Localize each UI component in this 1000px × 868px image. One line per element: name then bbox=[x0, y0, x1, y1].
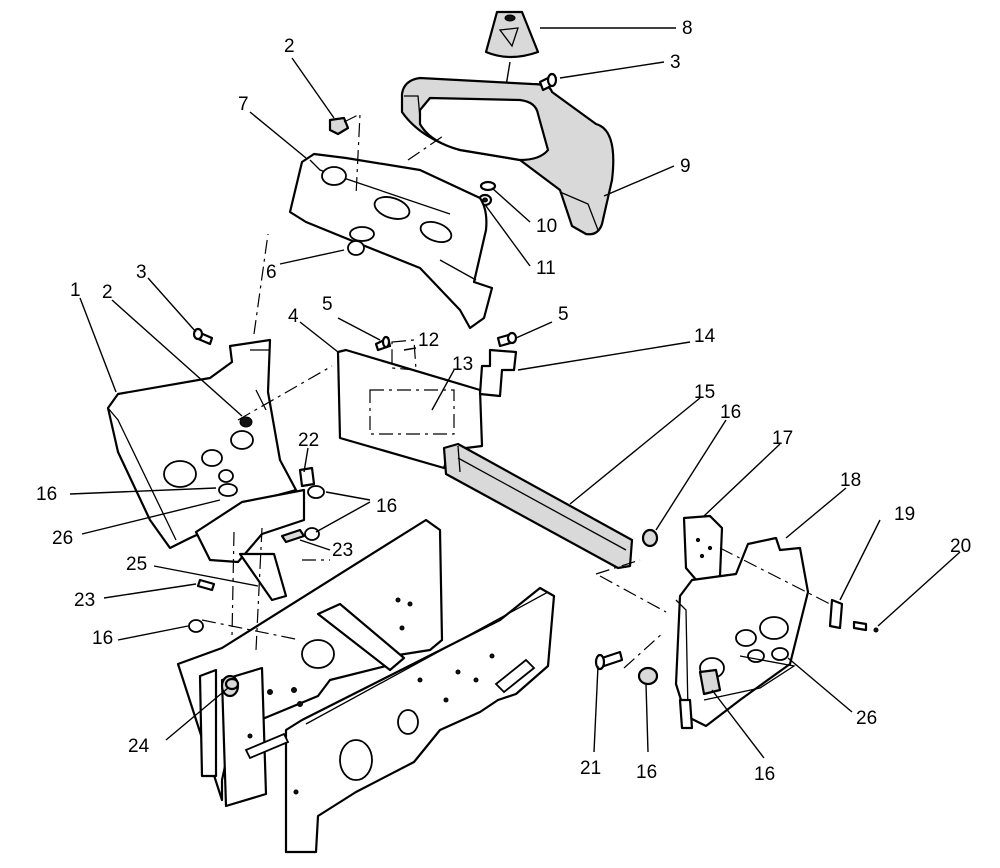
callout-3-top: 3 bbox=[670, 52, 681, 73]
part-3-screw-left bbox=[192, 327, 214, 346]
bracket-left bbox=[188, 466, 325, 633]
callout-25: 25 bbox=[126, 554, 147, 575]
callout-14: 14 bbox=[694, 326, 716, 347]
callout-12: 12 bbox=[418, 330, 439, 351]
callout-16-frame: 16 bbox=[92, 628, 113, 649]
callout-18: 18 bbox=[840, 470, 861, 491]
callout-16-rail: 16 bbox=[720, 402, 741, 423]
part-8-knob bbox=[484, 10, 540, 87]
assembly-lines bbox=[201, 113, 831, 669]
callout-11: 11 bbox=[536, 258, 556, 279]
callout-7: 7 bbox=[238, 94, 249, 115]
callout-24: 24 bbox=[128, 736, 150, 757]
part-1-left-panel bbox=[106, 338, 298, 550]
callout-2-left: 2 bbox=[102, 282, 113, 303]
part-17-bracket bbox=[682, 514, 724, 584]
callout-2-top: 2 bbox=[284, 36, 295, 57]
callout-21: 21 bbox=[580, 758, 601, 779]
callout-26-right: 26 bbox=[856, 708, 877, 729]
callout-6: 6 bbox=[266, 262, 277, 283]
callout-10: 10 bbox=[536, 216, 557, 237]
callout-9: 9 bbox=[680, 156, 691, 177]
callout-labels: 8 3 2 7 9 10 11 6 3 1 2 5 5 4 12 13 14 1… bbox=[36, 18, 971, 785]
part-15-rail bbox=[442, 442, 634, 570]
callout-22: 22 bbox=[298, 430, 319, 451]
part-5-screw-right bbox=[496, 331, 518, 348]
part-18-right-panel bbox=[674, 536, 810, 730]
callout-3-left: 3 bbox=[136, 262, 147, 283]
part-2-clip-top bbox=[328, 116, 350, 136]
callout-13: 13 bbox=[452, 354, 473, 375]
callout-15: 15 bbox=[694, 382, 715, 403]
main-frame bbox=[176, 518, 556, 854]
part-14-bracket bbox=[478, 348, 518, 398]
callout-26-left: 26 bbox=[52, 528, 73, 549]
callout-1: 1 bbox=[70, 280, 81, 301]
callout-4: 4 bbox=[288, 306, 299, 327]
callout-8: 8 bbox=[682, 18, 693, 39]
callout-16-bracket: 16 bbox=[376, 496, 397, 517]
callout-23-upper: 23 bbox=[332, 540, 353, 561]
callout-5-left: 5 bbox=[322, 294, 333, 315]
part-9-console-cover bbox=[400, 76, 615, 236]
callout-17: 17 bbox=[772, 428, 793, 449]
callout-16-nut: 16 bbox=[636, 762, 657, 783]
callout-16-left: 16 bbox=[36, 484, 57, 505]
callout-19: 19 bbox=[894, 504, 915, 525]
callout-5-right: 5 bbox=[558, 304, 569, 325]
part-21-screw bbox=[594, 650, 624, 671]
part-7-dash-panel bbox=[288, 152, 494, 330]
part-3-screw-top bbox=[538, 72, 558, 92]
callout-23-lower: 23 bbox=[74, 590, 95, 611]
part-19-20-clip bbox=[828, 598, 879, 633]
part-16-nut-rail bbox=[641, 528, 659, 548]
callout-16-right: 16 bbox=[754, 764, 775, 785]
callout-20: 20 bbox=[950, 536, 971, 557]
part-16-nut-bottom bbox=[637, 666, 659, 686]
part-24-bolt bbox=[224, 677, 240, 691]
leader-lines bbox=[69, 27, 961, 759]
